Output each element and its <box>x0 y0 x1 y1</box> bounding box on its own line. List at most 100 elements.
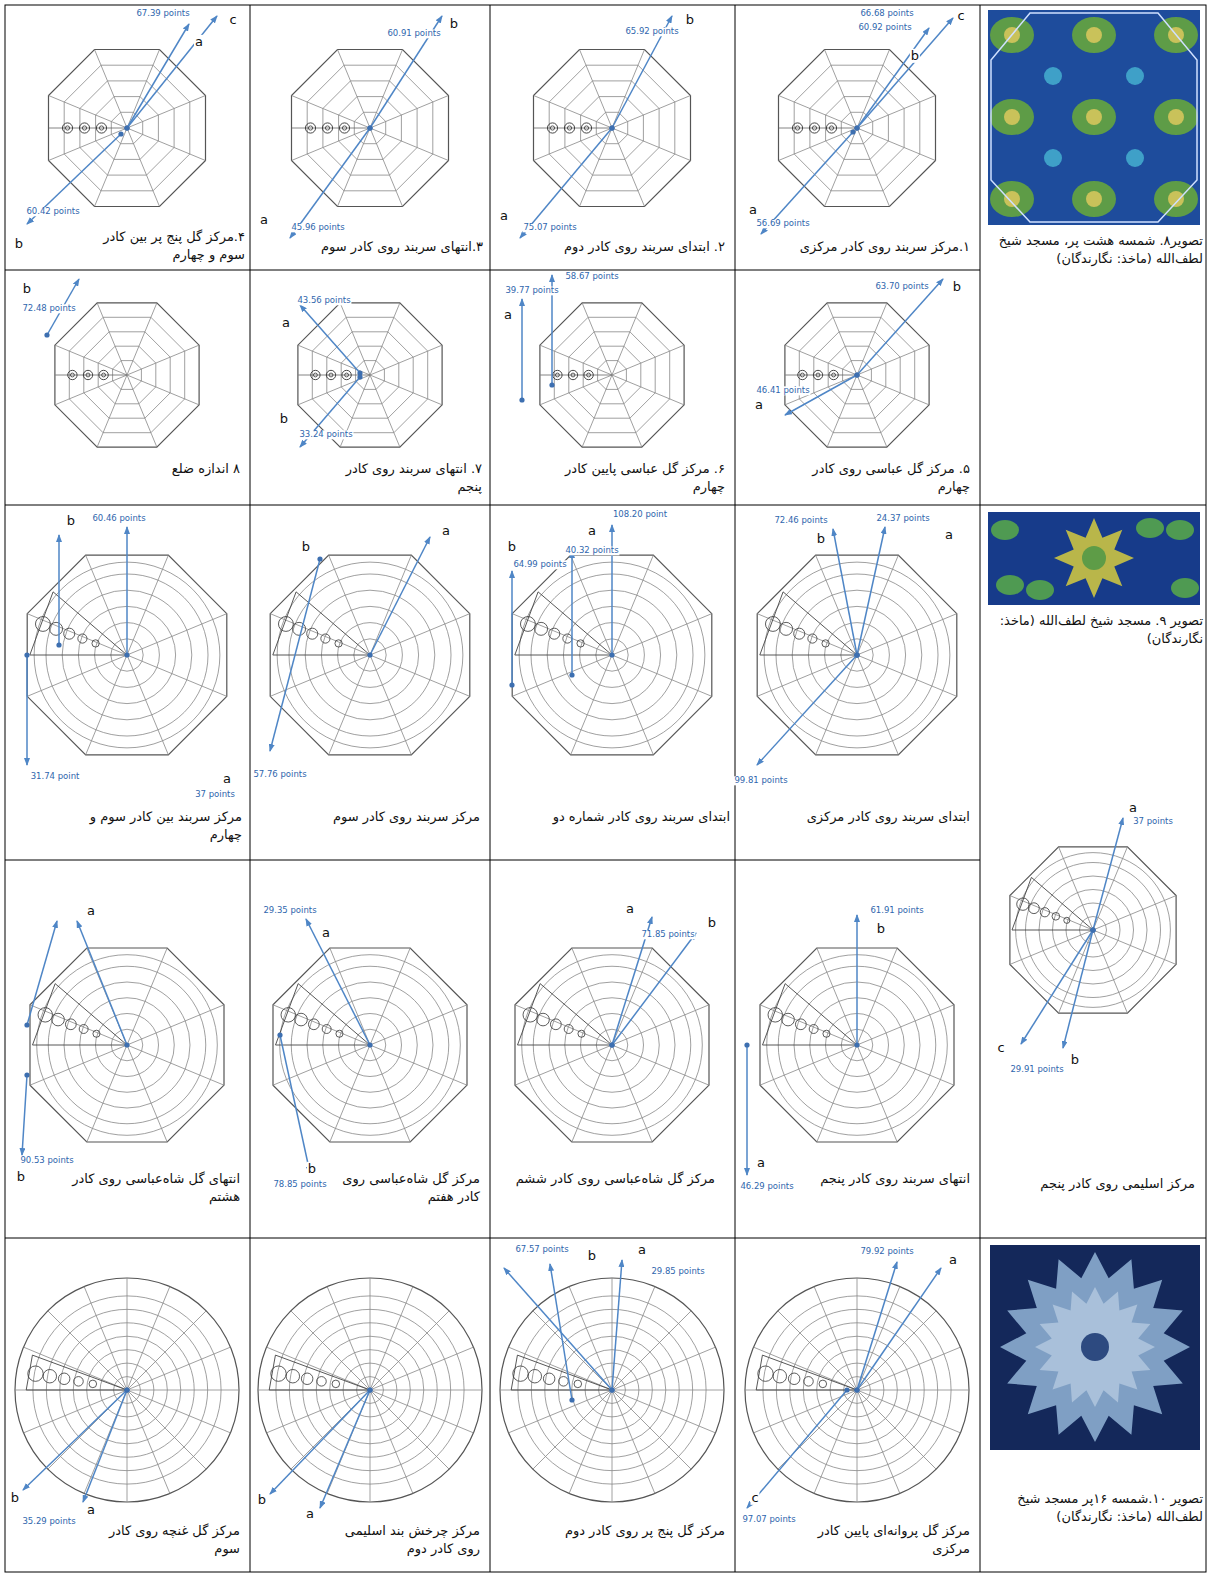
measure-line <box>521 299 523 400</box>
dimension-value: 60.92 points <box>857 23 912 32</box>
spoke <box>760 1045 857 1085</box>
measure-dot <box>367 125 372 130</box>
motif-scroll <box>301 1373 312 1384</box>
measure-line <box>612 1260 622 1390</box>
shamse-schematic <box>273 919 467 1173</box>
dimension-value: 29.35 points <box>262 906 317 915</box>
photo-rosette <box>1072 181 1116 217</box>
motif-flower <box>792 123 802 133</box>
motif-scroll <box>58 1373 69 1384</box>
spoke <box>512 655 612 696</box>
motif-flower <box>342 126 346 130</box>
measure-dot <box>357 374 362 379</box>
dimension-value: 46.29 points <box>739 1182 794 1191</box>
table-rule <box>5 505 1206 506</box>
motif-flower <box>339 123 349 133</box>
measure-dot <box>367 1042 372 1047</box>
spoke <box>572 948 612 1045</box>
dimension-value: 35.29 points <box>21 1517 76 1526</box>
photo-rosette <box>1166 520 1194 540</box>
measure-line <box>1021 930 1093 1044</box>
spoke <box>857 1005 954 1045</box>
motif-scroll <box>1040 908 1049 917</box>
motif-flower <box>813 370 822 379</box>
photo-dot <box>1044 67 1062 85</box>
outer-outline <box>273 948 467 1142</box>
dimension-value: 37 points <box>1132 817 1174 826</box>
motif-scroll <box>513 1366 528 1381</box>
spoke <box>515 1045 612 1085</box>
outer-outline <box>55 303 199 447</box>
table-rule <box>5 270 980 271</box>
dimension-value: 60.42 points <box>25 207 80 216</box>
motif-flower <box>96 123 106 133</box>
dimension-letter: b <box>307 1162 317 1176</box>
spoke <box>814 1287 857 1390</box>
spoke <box>757 655 857 696</box>
motif-flower <box>812 126 816 130</box>
dimension-letter: a <box>321 926 331 940</box>
measure-line <box>1063 930 1093 1048</box>
dimension-value: 56.69 points <box>755 219 810 228</box>
dimension-letter: a <box>281 316 291 330</box>
measure-line <box>856 915 858 1045</box>
photo-rosette <box>996 575 1024 595</box>
spoke <box>1059 847 1093 930</box>
spoke <box>127 345 199 375</box>
measure-dot <box>609 125 614 130</box>
motif-scroll <box>563 634 572 643</box>
spoke <box>612 1390 724 1391</box>
dimension-letter: b <box>952 280 962 294</box>
dimension-letter: b <box>449 17 459 31</box>
dimension-letter: b <box>22 282 32 296</box>
shamse-schematic <box>258 1278 482 1508</box>
motif-axis <box>292 128 370 129</box>
spoke <box>370 1390 413 1493</box>
motif-scroll <box>578 1030 585 1037</box>
motif-wedge <box>276 984 371 1045</box>
spoke <box>370 345 442 375</box>
dimension-value: 46.41 points <box>755 386 810 395</box>
spoke <box>579 49 612 128</box>
figure-caption: ۱.مرکز سربند روی کادر مرکزی <box>745 238 970 256</box>
motif-scroll <box>52 1013 65 1026</box>
dimension-value: 29.85 points <box>650 1267 705 1276</box>
dimension-letter: b <box>816 532 826 546</box>
measure-line <box>127 24 189 128</box>
spoke <box>370 1347 473 1390</box>
measure-dot <box>1090 927 1095 932</box>
motif-flower <box>326 370 335 379</box>
dimension-letter: b <box>685 13 695 27</box>
spoke <box>48 128 127 161</box>
motif-flower <box>86 373 90 377</box>
spoke <box>533 128 612 161</box>
photo-rosette-core <box>1168 191 1184 207</box>
measure-line <box>504 1268 612 1390</box>
motif-scroll <box>528 1369 541 1382</box>
figure-caption: مرکز گل پنج پر روی کادر دوم <box>540 1522 725 1540</box>
outer-outline <box>779 50 936 207</box>
spoke <box>857 1045 897 1142</box>
measure-dot <box>367 125 372 130</box>
shamse-schematic <box>509 525 711 755</box>
motif-axis <box>785 375 857 376</box>
motif-scroll <box>335 640 342 647</box>
motif-flower <box>79 123 89 133</box>
motif-axis <box>49 128 127 129</box>
spoke <box>340 303 370 375</box>
motif-scroll <box>564 1025 573 1034</box>
spoke <box>857 1390 969 1391</box>
motif-scroll <box>1028 903 1039 914</box>
spoke <box>370 1390 449 1469</box>
measure-line <box>306 919 370 1045</box>
measure-dot <box>744 1042 749 1047</box>
figure-caption: مرکز سربند روی کادر سوم <box>290 808 480 826</box>
motif-wedge <box>518 984 613 1045</box>
dimension-value: 61.91 points <box>869 906 924 915</box>
motif-wedge <box>1012 877 1093 930</box>
motif-scroll <box>795 1019 806 1030</box>
motif-flower <box>329 373 333 377</box>
spoke <box>509 1390 612 1433</box>
figure-caption: مرکز گل غنچه روی کادر سوم <box>90 1522 240 1558</box>
dimension-letter: b <box>301 540 311 554</box>
